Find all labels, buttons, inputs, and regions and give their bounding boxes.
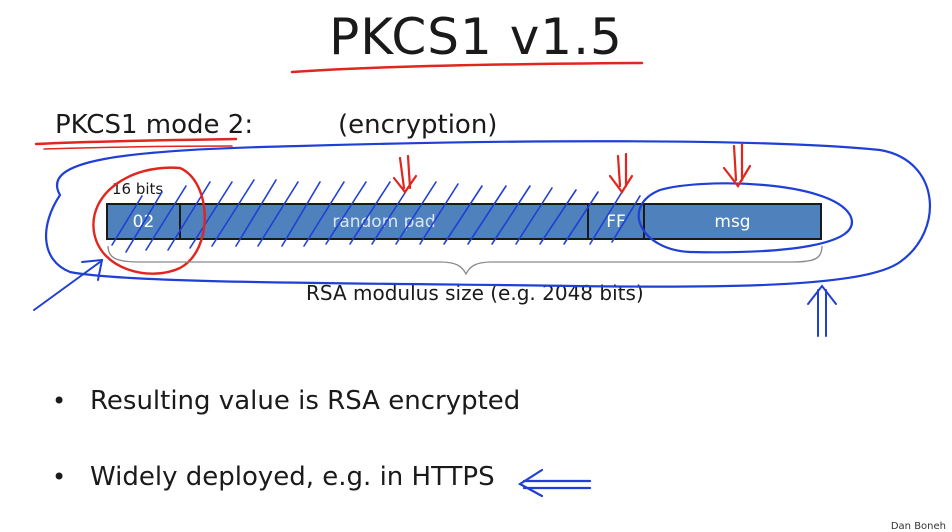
red-arrow-stroke <box>608 152 634 194</box>
bullet-dot: • <box>52 387 67 415</box>
blue-arrow-stroke <box>807 284 837 337</box>
mode-label: PKCS1 mode 2: <box>55 110 254 140</box>
red-arrow-stroke <box>392 154 418 194</box>
mode-underline-stroke <box>43 145 233 150</box>
bullet-dot: • <box>52 463 67 491</box>
blue-arrow-stroke <box>33 258 104 311</box>
bullet-text: Widely deployed, e.g. in HTTPS <box>90 462 495 492</box>
slide-title: PKCS1 v1.5 <box>329 8 623 66</box>
bullet-text: Resulting value is RSA encrypted <box>90 386 521 416</box>
bits-label: 16 bits <box>112 180 164 198</box>
segment-ff: FF <box>589 205 645 238</box>
bullet-item: • Widely deployed, e.g. in HTTPS <box>52 462 495 492</box>
pkcs-block-diagram: 02 random pad FF msg <box>106 203 822 240</box>
mode-note: (encryption) <box>338 110 498 140</box>
bullet-item: • Resulting value is RSA encrypted <box>52 386 520 416</box>
modulus-label: RSA modulus size (e.g. 2048 bits) <box>306 281 644 305</box>
segment-random-pad: random pad <box>181 205 589 238</box>
segment-msg: msg <box>645 205 820 238</box>
underbrace-stroke <box>107 245 823 276</box>
red-arrow-stroke <box>722 142 752 188</box>
segment-02: 02 <box>108 205 181 238</box>
blue-arrow-stroke <box>517 468 592 498</box>
author-credit: Dan Boneh <box>890 521 946 532</box>
